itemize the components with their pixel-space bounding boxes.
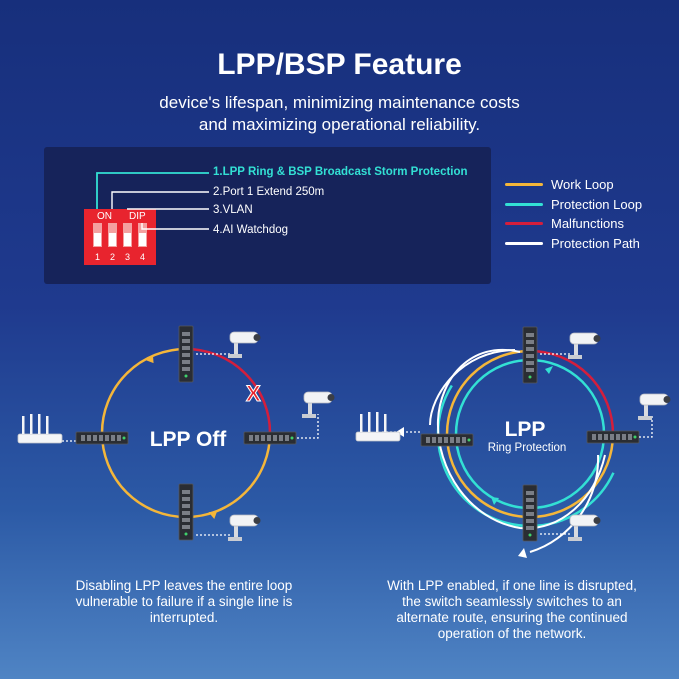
subtitle-line-2: and maximizing operational reliability. [198,115,481,134]
dip-number-3: 3 [125,252,130,262]
subtitle-line-1: device's lifespan, minimizing maintenanc… [159,93,520,112]
legend-item-work-loop: Work Loop [505,175,642,195]
work-loop-segment [100,347,187,434]
legend-label: Malfunctions [551,216,624,232]
camera-link [639,415,653,438]
diagram-lpp-ring: LPP Ring Protection [355,326,671,558]
page-subtitle: device's lifespan, minimizing maintenanc… [0,92,679,136]
caption-line: operation of the network. [437,626,587,641]
legend-label: Protection Loop [551,196,643,212]
network-switch-icon [243,431,297,445]
flow-arrow-icon [491,497,499,505]
legend-item-protection-path: Protection Path [505,234,642,254]
dip-switch-panel: ON DIP 1 2 3 4 1.LPP Ring & BSP Broadcas… [44,147,491,284]
legend: Work Loop Protection Loop Malfunctions P… [505,175,642,253]
path-arrow-icon [518,548,527,558]
dip-switch-1-lever [94,233,101,246]
caption-lpp-off: Disabling LPP leaves the entire loop vul… [24,578,344,626]
security-camera-icon [567,332,601,360]
work-loop-segment [185,432,272,519]
wifi-router-icon [17,413,63,444]
dip-feature-2: 2.Port 1 Extend 250m [213,186,324,198]
protection-path [529,454,600,553]
dip-switch-2-lever [109,233,116,246]
camera-link [297,414,319,439]
dip-number-2: 2 [110,252,115,262]
network-switch-icon [178,483,194,541]
leader-line-1 [96,172,209,209]
caption-lpp-ring: With LPP enabled, if one line is disrupt… [352,578,672,642]
dip-switch-4-lever [139,233,146,246]
legend-item-protection-loop: Protection Loop [505,195,642,215]
caption-line: With LPP enabled, if one line is disrupt… [387,578,637,593]
protection-path [429,349,516,426]
caption-line: the switch seamlessly switches to an [402,594,622,609]
security-camera-icon [227,514,261,542]
legend-swatch-malfunctions [505,222,543,226]
legend-label: Protection Path [551,235,640,251]
network-switch-icon [522,484,538,542]
dip-on-label: ON [97,211,112,222]
fault-x-icon: X [246,381,261,406]
security-camera-icon [637,393,671,421]
legend-item-malfunctions: Malfunctions [505,214,642,234]
caption-line: interrupted. [149,610,219,625]
flow-arrow-icon [146,354,154,364]
lpp-label: LPP [505,418,546,441]
dip-feature-1: 1.LPP Ring & BSP Broadcast Storm Protect… [213,166,468,178]
malfunction-segment [185,347,272,434]
dip-dip-label: DIP [129,211,146,222]
legend-swatch-protection-path [505,241,543,245]
malfunction-segment [529,349,615,435]
leader-line-2 [111,191,209,209]
leader-line-4 [141,223,209,230]
dip-switch-graphic: ON DIP 1 2 3 4 1.LPP Ring & BSP Broadcas… [84,166,468,265]
caption-line: vulnerable to failure if a single line i… [75,594,293,609]
dip-number-4: 4 [140,252,145,262]
network-switch-icon [522,326,538,384]
network-switch-icon [586,430,640,444]
ring-protection-label: Ring Protection [488,442,567,454]
page-title: LPP/BSP Feature [217,48,462,81]
network-switch-icon [420,433,474,447]
caption-line: alternate route, ensuring the continued [396,610,628,625]
security-camera-icon [227,331,261,359]
dip-feature-4: 4.AI Watchdog [213,224,288,236]
lpp-off-label: LPP Off [150,428,228,451]
protection-path [436,349,606,530]
dip-feature-3: 3.VLAN [213,204,253,216]
flow-arrow-icon [545,366,553,374]
network-switch-icon [75,431,129,445]
legend-swatch-work-loop [505,183,543,187]
dip-switch-3-lever [124,233,131,246]
diagram-lpp-off: X LPP Off [17,325,335,542]
dip-number-1: 1 [95,252,100,262]
caption-line: Disabling LPP leaves the entire loop [75,578,293,593]
wifi-router-icon [355,411,401,442]
flow-arrow-icon [208,511,218,519]
work-loop-segment [100,432,187,519]
security-camera-icon [567,514,601,542]
network-switch-icon [178,325,194,383]
legend-swatch-protection-loop [505,202,543,206]
legend-label: Work Loop [551,177,614,193]
